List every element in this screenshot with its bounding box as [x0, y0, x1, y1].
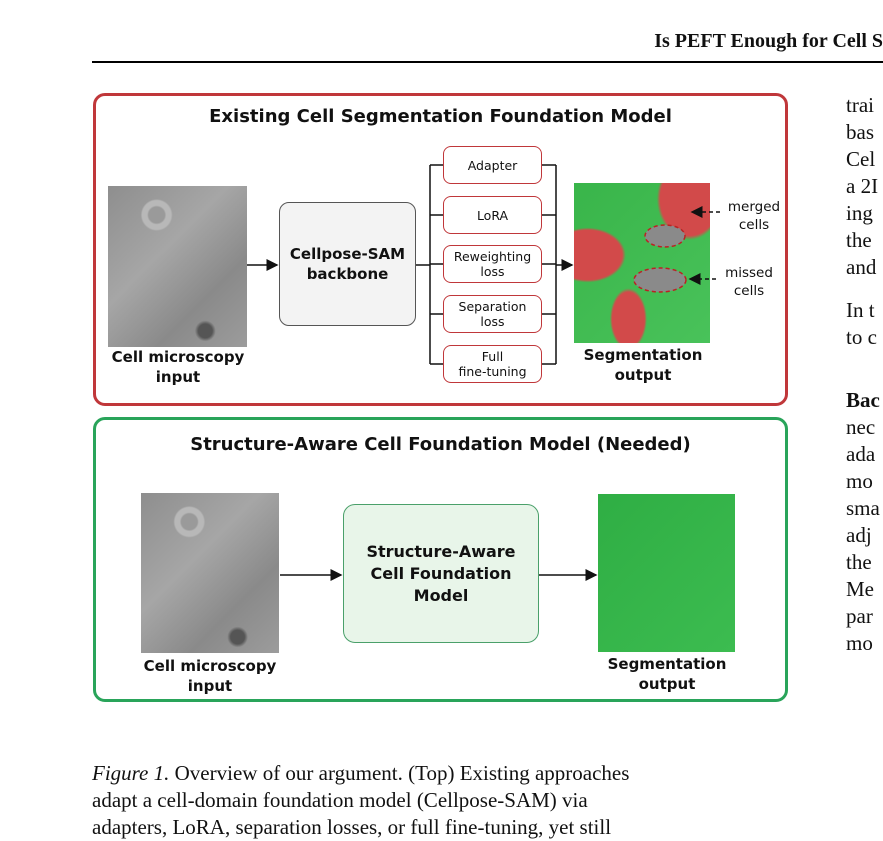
running-header: Is PEFT Enough for Cell S [654, 30, 883, 52]
annotation-missed-cells: missed cells [725, 265, 773, 299]
bottom-panel: Structure-Aware Cell Foundation Model (N… [93, 417, 788, 702]
top-microscopy-image [108, 186, 247, 347]
top-panel: Existing Cell Segmentation Foundation Mo… [93, 93, 788, 406]
structure-aware-model-box: Structure-Aware Cell Foundation Model [343, 504, 539, 643]
bottom-input-caption: Cell microscopy input [143, 657, 277, 695]
body-text-line: to c [846, 325, 877, 349]
top-output-caption: Segmentation output [583, 346, 703, 384]
body-text-line: Bac [846, 388, 880, 412]
body-text-line: ing [846, 201, 873, 225]
body-text-line: trai [846, 93, 874, 117]
annotation-merged-cells: merged cells [727, 199, 781, 233]
body-text-line: and [846, 255, 877, 279]
bottom-output-caption: Segmentation output [607, 655, 727, 693]
bottom-panel-title: Structure-Aware Cell Foundation Model (N… [190, 434, 691, 455]
body-text-line: sma [846, 496, 880, 520]
header-rule [92, 61, 883, 63]
body-text-line: the [846, 228, 872, 252]
top-input-caption: Cell microscopy input [111, 348, 245, 386]
right-column-text: trai bas Cel a 2I ing the and In t to c … [846, 92, 883, 657]
body-text-line: Cel [846, 147, 876, 171]
body-text-line: In t [846, 298, 875, 322]
option-adapter: Adapter [443, 146, 542, 184]
top-panel-connectors [247, 164, 720, 581]
body-text-line: bas [846, 120, 874, 144]
bottom-microscopy-image [141, 493, 279, 653]
body-text-line: par [846, 604, 873, 628]
backbone-box: Cellpose-SAM backbone [279, 202, 416, 326]
body-text-line: the [846, 550, 872, 574]
body-text-line: mo [846, 469, 873, 493]
body-text-line: mo [846, 631, 873, 655]
figure-caption: Figure 1. Overview of our argument. (Top… [92, 761, 630, 839]
body-text-line: nec [846, 415, 876, 439]
body-text-line: ada [846, 442, 876, 466]
top-segmentation-image [574, 183, 710, 343]
top-panel-title: Existing Cell Segmentation Foundation Mo… [209, 106, 672, 127]
body-text-line: Me [846, 577, 874, 601]
bottom-segmentation-image [598, 494, 735, 652]
body-text-line: adj [846, 523, 872, 547]
body-text-line: a 2I [846, 174, 879, 198]
option-lora: LoRA [443, 196, 542, 234]
